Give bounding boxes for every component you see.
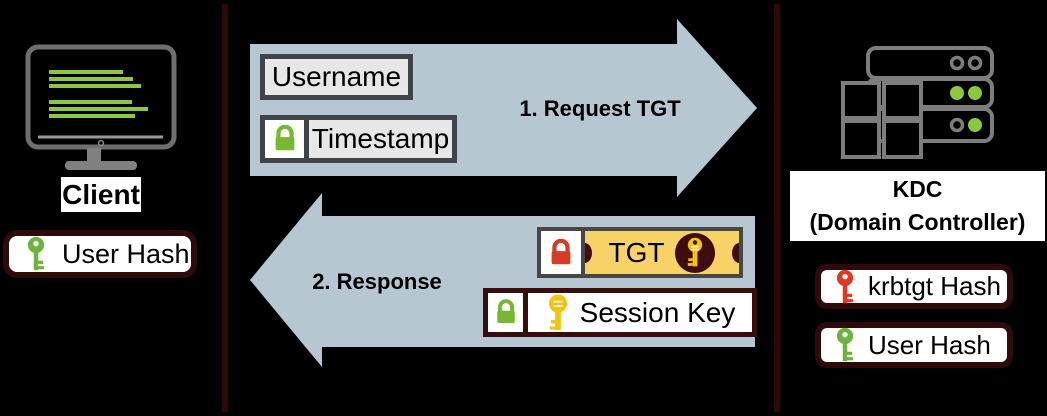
client-title: Client	[61, 177, 141, 212]
badge-label: User Hash	[868, 329, 991, 360]
request-arrow-caption: 1. Request TGT	[519, 96, 681, 121]
badge-label: krbtgt Hash	[868, 271, 1001, 301]
tgt-lock-cell	[541, 231, 585, 274]
domain-squares	[841, 81, 923, 159]
timestamp-lock-cell	[265, 120, 309, 158]
gold-key-icon	[548, 293, 567, 330]
client-monitor-icon	[25, 44, 177, 170]
session-key-content: Session Key	[528, 293, 752, 332]
red-key-icon	[836, 269, 854, 303]
response-arrow-caption: 2. Response	[312, 269, 442, 294]
kdc-user-hash-badge: User Hash	[815, 322, 1013, 368]
left-panel-divider	[222, 4, 228, 412]
kdc-title-line1: KDC	[892, 176, 943, 202]
tgt-ticket: TGT	[585, 231, 739, 274]
kdc-server-icon	[841, 46, 994, 159]
timestamp-label-cell: Timestamp	[309, 120, 452, 158]
client-user-hash-badge: User Hash	[3, 230, 197, 278]
username-label: Username	[271, 61, 402, 92]
right-panel-divider	[774, 4, 780, 412]
server-led-green	[968, 86, 982, 100]
red-lock-icon	[551, 238, 571, 264]
ticket-notch-right	[732, 242, 739, 263]
green-key-icon	[27, 236, 45, 271]
green-lock-icon	[275, 124, 294, 151]
badge-label: User Hash	[62, 238, 190, 269]
tgt-key-seal-icon	[674, 232, 715, 273]
server-led-green	[968, 118, 982, 132]
green-key-icon	[836, 327, 854, 362]
ticket-notch-left	[585, 242, 592, 263]
krbtgt-hash-badge: krbtgt Hash	[815, 264, 1013, 309]
server-led-green	[950, 86, 964, 100]
tgt-ticket-box: TGT	[537, 227, 743, 278]
terminal-lines	[49, 70, 148, 118]
kdc-title-line2: (Domain Controller)	[809, 209, 1026, 235]
session-key-box: Session Key	[483, 288, 757, 337]
kdc-title: KDC (Domain Controller)	[790, 171, 1045, 241]
timestamp-box: Timestamp	[260, 115, 457, 163]
timestamp-label: Timestamp	[311, 123, 450, 154]
green-lock-icon	[496, 299, 515, 323]
tgt-label: TGT	[608, 236, 665, 268]
session-key-label: Session Key	[579, 296, 736, 328]
session-lock-cell	[488, 293, 528, 332]
username-box: Username	[260, 54, 413, 100]
